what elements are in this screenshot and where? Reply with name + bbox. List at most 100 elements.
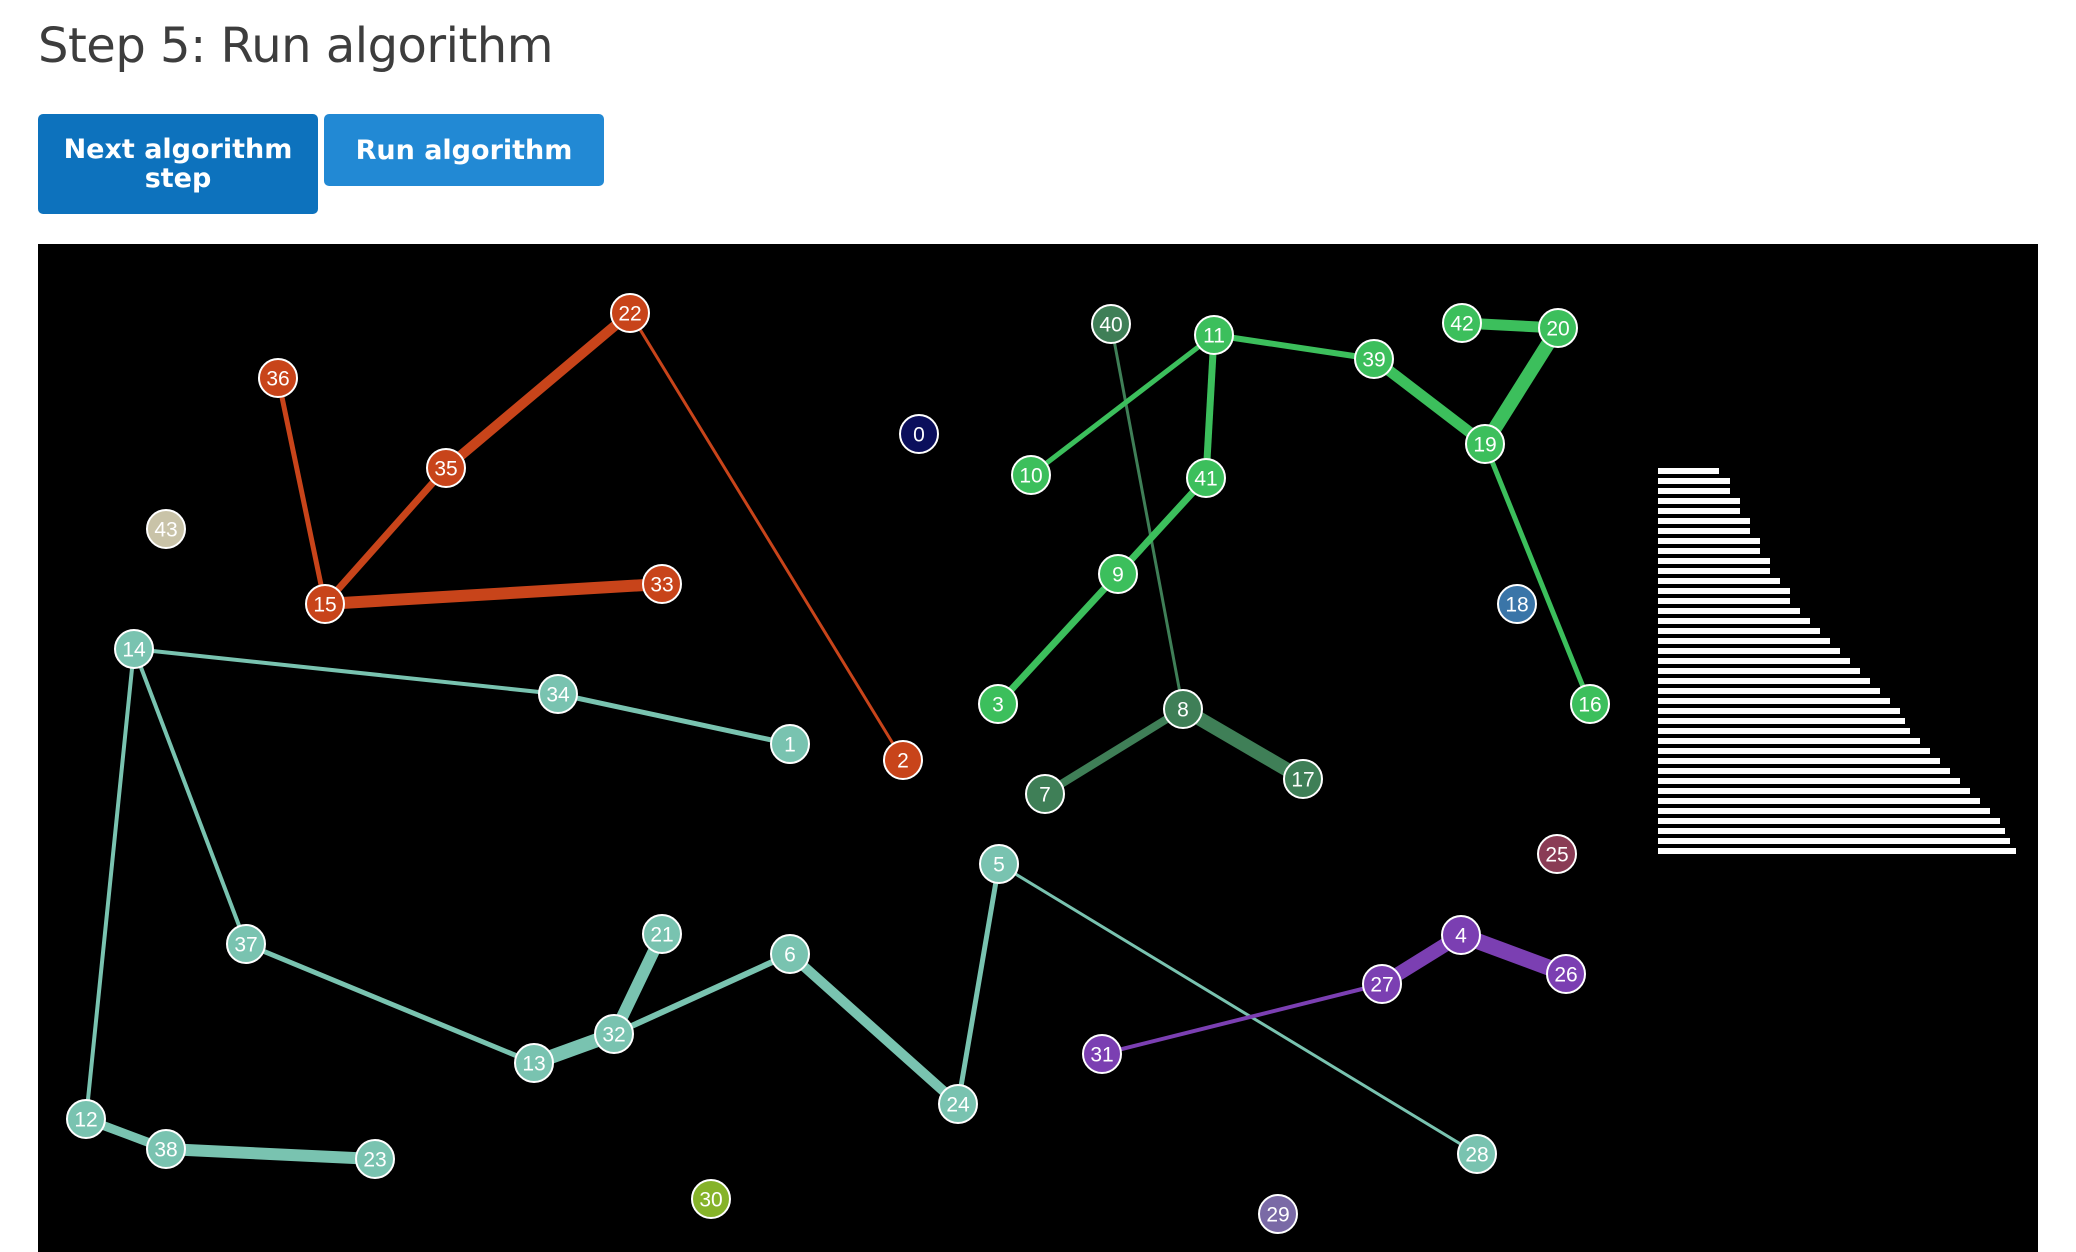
graph-node-8[interactable]: 8 (1163, 689, 1203, 729)
node-label: 0 (913, 424, 925, 447)
graph-node-42[interactable]: 42 (1442, 303, 1482, 343)
graph-node-15[interactable]: 15 (305, 584, 345, 624)
edge-length-bar (1658, 598, 1790, 604)
edge-length-bars (1658, 468, 2016, 854)
edge-length-bar (1658, 508, 1740, 514)
edge-19-16 (1482, 443, 1593, 705)
node-circle (938, 1084, 978, 1124)
node-label: 32 (602, 1024, 625, 1047)
graph-node-11[interactable]: 11 (1194, 315, 1234, 355)
edge-11-39 (1213, 332, 1375, 362)
node-circle (1362, 964, 1402, 1004)
graph-node-26[interactable]: 26 (1546, 954, 1586, 994)
edge-length-bar (1658, 808, 1990, 814)
graph-node-13[interactable]: 13 (514, 1043, 554, 1083)
edge-length-bar (1658, 498, 1740, 504)
graph-node-40[interactable]: 40 (1091, 304, 1131, 344)
node-circle (1546, 954, 1586, 994)
graph-node-1[interactable]: 1 (770, 724, 810, 764)
graph-node-18[interactable]: 18 (1497, 584, 1537, 624)
edge-9-3 (995, 571, 1121, 707)
node-circle (1538, 308, 1578, 348)
node-label: 40 (1099, 314, 1122, 337)
edge-length-bar (1658, 578, 1780, 584)
node-circle (146, 1129, 186, 1169)
graph-node-24[interactable]: 24 (938, 1084, 978, 1124)
edge-length-bar (1658, 718, 1905, 724)
node-label: 28 (1465, 1144, 1488, 1167)
graph-node-3[interactable]: 3 (978, 684, 1018, 724)
graph-node-10[interactable]: 10 (1011, 455, 1051, 495)
graph-node-34[interactable]: 34 (538, 674, 578, 714)
node-circle (1194, 315, 1234, 355)
graph-node-38[interactable]: 38 (146, 1129, 186, 1169)
graph-node-12[interactable]: 12 (66, 1099, 106, 1139)
node-label: 14 (122, 639, 146, 662)
graph-node-7[interactable]: 7 (1025, 774, 1065, 814)
node-label: 35 (434, 458, 457, 481)
node-label: 4 (1455, 925, 1467, 948)
graph-node-27[interactable]: 27 (1362, 964, 1402, 1004)
node-circle (258, 358, 298, 398)
edge-length-bar (1658, 758, 1940, 764)
graph-node-35[interactable]: 35 (426, 448, 466, 488)
graph-node-32[interactable]: 32 (594, 1014, 634, 1054)
node-circle (1283, 759, 1323, 799)
edge-length-bar (1658, 638, 1830, 644)
edge-length-bar (1658, 708, 1900, 714)
node-circle (1091, 304, 1131, 344)
node-label: 38 (154, 1139, 177, 1162)
edge-length-bar (1658, 558, 1770, 564)
edge-32-6 (612, 951, 792, 1037)
graph-node-19[interactable]: 19 (1465, 424, 1505, 464)
node-circle (514, 1043, 554, 1083)
graph-node-0[interactable]: 0 (899, 414, 939, 454)
graph-node-20[interactable]: 20 (1538, 308, 1578, 348)
graph-node-5[interactable]: 5 (979, 844, 1019, 884)
edge-36-15 (275, 377, 328, 605)
node-label: 15 (313, 594, 336, 617)
edge-length-bar (1658, 848, 2016, 854)
graph-node-39[interactable]: 39 (1354, 339, 1394, 379)
node-circle (114, 629, 154, 669)
graph-node-4[interactable]: 4 (1441, 915, 1481, 955)
graph-node-41[interactable]: 41 (1186, 458, 1226, 498)
graph-node-33[interactable]: 33 (642, 564, 682, 604)
edge-40-8 (1109, 323, 1185, 710)
graph-node-36[interactable]: 36 (258, 358, 298, 398)
node-label: 10 (1019, 465, 1042, 488)
graph-node-16[interactable]: 16 (1570, 684, 1610, 724)
node-label: 23 (363, 1149, 386, 1172)
edge-41-9 (1115, 475, 1209, 577)
graph-node-37[interactable]: 37 (226, 924, 266, 964)
node-label: 17 (1291, 769, 1314, 792)
graph-node-28[interactable]: 28 (1457, 1134, 1497, 1174)
node-label: 18 (1505, 594, 1528, 617)
edge-5-28 (998, 862, 1478, 1156)
node-label: 34 (546, 684, 570, 707)
graph-node-14[interactable]: 14 (114, 629, 154, 669)
graph-node-21[interactable]: 21 (642, 914, 682, 954)
graph-node-17[interactable]: 17 (1283, 759, 1323, 799)
node-circle (426, 448, 466, 488)
graph-node-30[interactable]: 30 (691, 1179, 731, 1219)
graph-node-31[interactable]: 31 (1082, 1034, 1122, 1074)
edge-length-bar (1658, 738, 1920, 744)
graph-node-25[interactable]: 25 (1537, 834, 1577, 874)
next-algorithm-step-button[interactable]: Next algorithm step (38, 114, 318, 214)
graph-node-43[interactable]: 43 (146, 509, 186, 549)
node-label: 1 (784, 734, 796, 757)
run-algorithm-button[interactable]: Run algorithm (324, 114, 604, 186)
node-circle (1098, 554, 1138, 594)
graph-node-2[interactable]: 2 (883, 740, 923, 780)
graph-node-9[interactable]: 9 (1098, 554, 1138, 594)
edge-8-7 (1042, 705, 1186, 798)
edge-35-22 (442, 309, 634, 472)
graph-node-29[interactable]: 29 (1258, 1194, 1298, 1234)
node-label: 19 (1473, 434, 1496, 457)
graph-node-6[interactable]: 6 (770, 934, 810, 974)
graph-node-23[interactable]: 23 (355, 1139, 395, 1179)
edge-length-bar (1658, 588, 1790, 594)
graph-node-22[interactable]: 22 (610, 293, 650, 333)
